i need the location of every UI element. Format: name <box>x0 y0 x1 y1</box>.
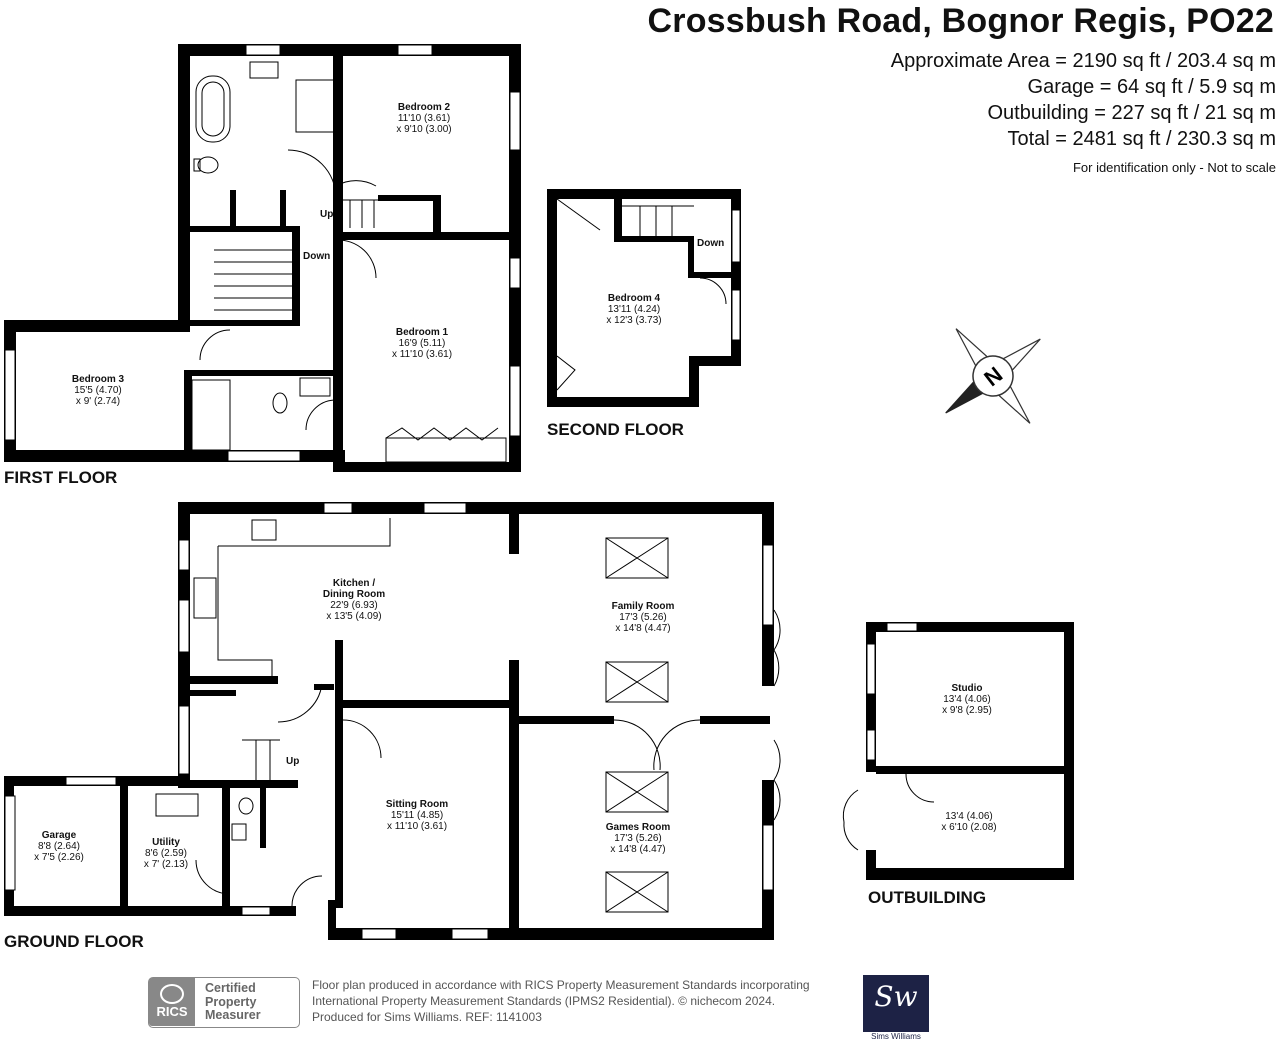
ground-floor-label: GROUND FLOOR <box>4 932 144 951</box>
garage-area: Garage = 64 sq ft / 5.9 sq m <box>1027 76 1276 98</box>
disclaimer-note: For identification only - Not to scale <box>1072 160 1276 175</box>
rics-logo: RICS <box>149 978 195 1026</box>
room-outbuilding-store: 13'4 (4.06)x 6'10 (2.08) <box>941 811 997 833</box>
total-area: Total = 2481 sq ft / 230.3 sq m <box>1007 128 1277 150</box>
rics-badge: RICS Certified Property Measurer <box>148 977 300 1028</box>
second-floor-label: SECOND FLOOR <box>547 420 684 439</box>
fixtures <box>155 61 935 913</box>
first-floor-label: FIRST FLOOR <box>4 468 118 487</box>
ground-stairs-up-label: Up <box>286 756 300 767</box>
footer-text: Floor plan produced in accordance with R… <box>312 978 810 1024</box>
walls <box>4 44 1074 940</box>
approximate-area: Approximate Area = 2190 sq ft / 203.4 sq… <box>890 50 1276 72</box>
outbuilding-area: Outbuilding = 227 sq ft / 21 sq m <box>987 102 1276 124</box>
page-title: Crossbush Road, Bognor Regis, PO22 <box>647 2 1274 40</box>
outbuilding-label: OUTBUILDING <box>868 888 987 907</box>
stairs-down-label: Down <box>303 251 331 262</box>
stairs-up-label: Up <box>320 209 334 220</box>
second-floor-stairs-down-label: Down <box>697 238 725 249</box>
windows <box>4 44 918 940</box>
agent-logo: Sw Sims Williams <box>863 975 929 1042</box>
compass <box>945 328 1041 424</box>
